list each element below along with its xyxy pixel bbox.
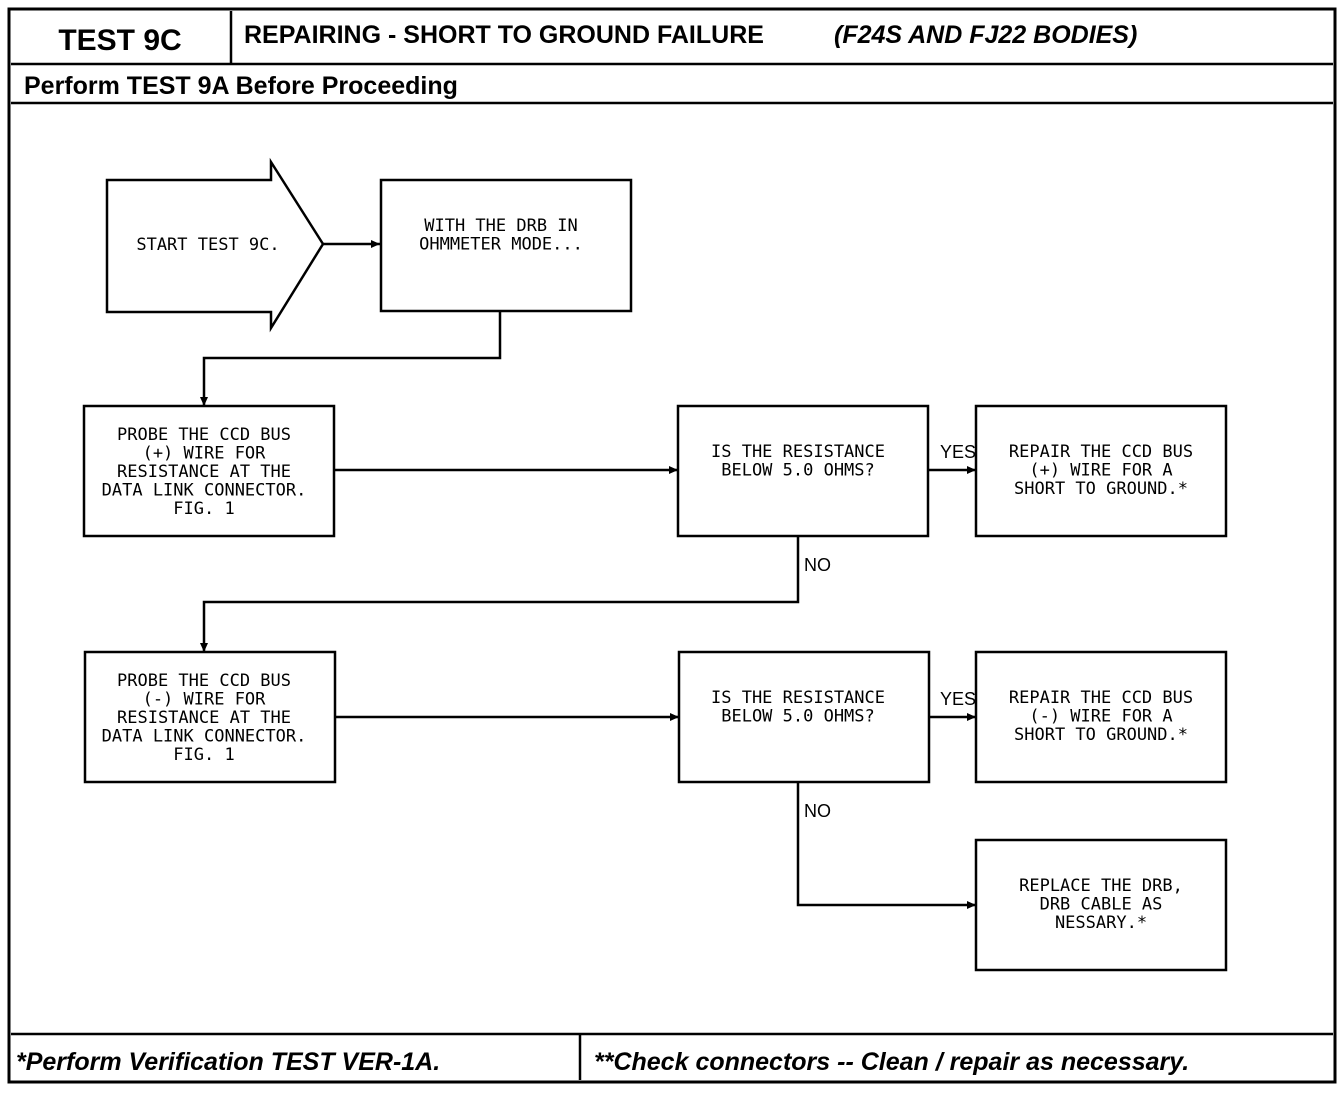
replace-drb-text-line: REPLACE THE DRB, xyxy=(1019,876,1183,896)
repair-plus-text-line: REPAIR THE CCD BUS xyxy=(1009,442,1193,462)
probe-plus-text-line: RESISTANCE AT THE xyxy=(117,462,291,482)
test-id: TEST 9C xyxy=(58,24,181,57)
replace-drb-text-line: DRB CABLE AS xyxy=(1040,895,1163,915)
repair-plus-text-line: (+) WIRE FOR A xyxy=(1029,461,1172,481)
probe-minus-text: PROBE THE CCD BUS(-) WIRE FORRESISTANCE … xyxy=(102,671,307,765)
drb-mode-box xyxy=(379,178,633,313)
repair-minus-text-line: SHORT TO GROUND.* xyxy=(1014,725,1188,745)
question-1-text-line: BELOW 5.0 OHMS? xyxy=(721,461,875,481)
question-2-text-line: IS THE RESISTANCE xyxy=(711,688,885,708)
replace-drb-box xyxy=(974,838,1228,972)
repair-minus-box xyxy=(974,650,1228,784)
question-2-box xyxy=(677,650,931,784)
probe-plus-box xyxy=(82,404,336,538)
probe-minus-text-line: (-) WIRE FOR xyxy=(143,690,267,710)
connectors-note: **Check connectors -- Clean / repair as … xyxy=(594,1048,1189,1076)
repair-minus-text-line: REPAIR THE CCD BUS xyxy=(1009,688,1193,708)
connector-q1-no xyxy=(200,536,800,652)
outer-frame xyxy=(7,7,1337,1084)
probe-minus-text-line: DATA LINK CONNECTOR. xyxy=(102,727,307,747)
start-arrow xyxy=(105,157,325,333)
probe-plus-text-line: PROBE THE CCD BUS xyxy=(117,425,291,445)
repair-plus-box xyxy=(974,404,1228,538)
probe-minus-text-line: RESISTANCE AT THE xyxy=(117,708,291,728)
drb-mode-text-line: WITH THE DRB IN xyxy=(424,216,578,236)
probe-plus-text-line: (+) WIRE FOR xyxy=(143,444,267,464)
start-label: START TEST 9C. xyxy=(136,235,279,255)
probe-minus-text-line: PROBE THE CCD BUS xyxy=(117,671,291,691)
probe-minus-box xyxy=(83,650,337,784)
repair-plus-text-line: SHORT TO GROUND.* xyxy=(1014,479,1188,499)
drb-mode-text-line: OHMMETER MODE... xyxy=(419,235,583,255)
prereq-note: Perform TEST 9A Before Proceeding xyxy=(24,72,458,100)
bodies-note: (F24S AND FJ22 BODIES) xyxy=(834,21,1137,49)
no-label-2: NO xyxy=(804,801,831,821)
connector-drb-to-probe-plus xyxy=(200,311,502,406)
no-label-1: NO xyxy=(804,555,831,575)
connector-q2-no xyxy=(796,782,976,909)
replace-drb-text-line: NESSARY.* xyxy=(1055,913,1147,933)
probe-plus-text-line: DATA LINK CONNECTOR. xyxy=(102,481,307,501)
probe-minus-text-line: FIG. 1 xyxy=(173,745,234,765)
question-1-box xyxy=(676,404,930,538)
probe-plus-text-line: FIG. 1 xyxy=(173,499,234,519)
yes-label-2: YES xyxy=(940,689,976,709)
verification-note: *Perform Verification TEST VER-1A. xyxy=(16,1048,440,1076)
page-title: REPAIRING - SHORT TO GROUND FAILURE xyxy=(244,21,764,49)
probe-plus-text: PROBE THE CCD BUS(+) WIRE FORRESISTANCE … xyxy=(102,425,307,519)
question-1-text-line: IS THE RESISTANCE xyxy=(711,442,885,462)
yes-label-1: YES xyxy=(940,442,976,462)
question-2-text-line: BELOW 5.0 OHMS? xyxy=(721,707,875,727)
repair-minus-text-line: (-) WIRE FOR A xyxy=(1029,707,1172,727)
